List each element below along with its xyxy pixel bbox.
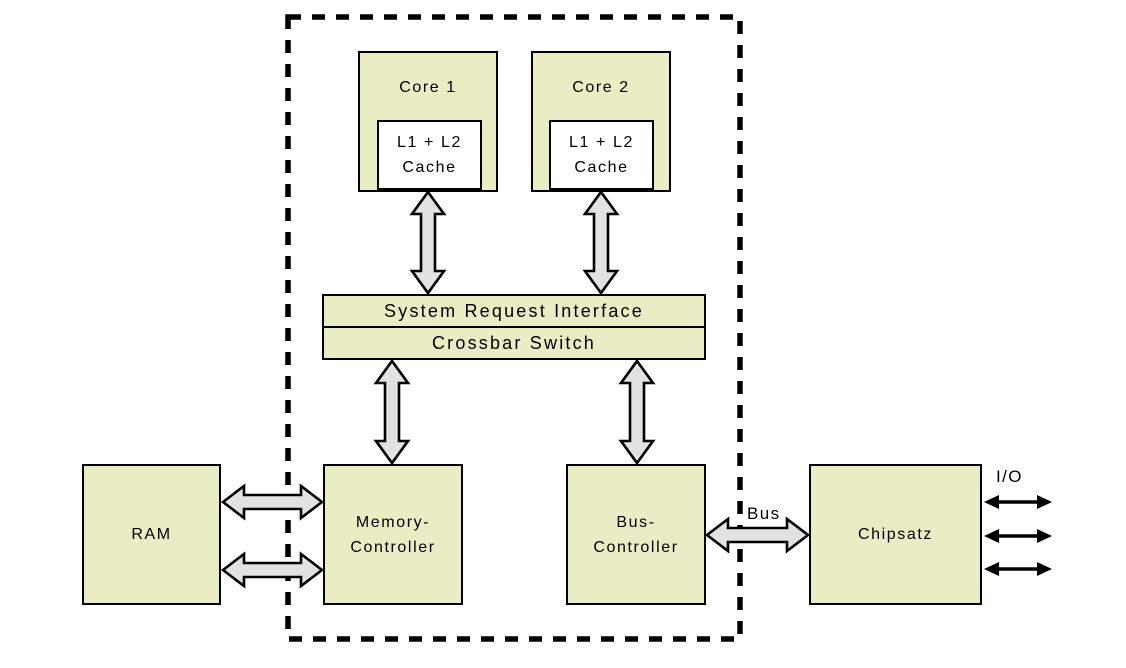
bus-controller-label-line1: Bus- xyxy=(616,513,656,531)
node-ram: RAM xyxy=(82,464,221,605)
cpu-boundary-dashed-rect xyxy=(285,14,743,642)
bus-connection-label: Bus xyxy=(747,504,781,523)
sri-label: System Request Interface xyxy=(384,300,644,321)
core2-label: Core 2 xyxy=(572,79,630,96)
node-cache1: L1 + L2 Cache xyxy=(377,120,482,190)
node-system-request-interface: System Request Interface xyxy=(324,296,704,326)
cache1-label-line1: L1 + L2 xyxy=(396,134,463,151)
memory-controller-label-line1: Memory- xyxy=(355,513,431,531)
arrow-bus-controller-chipset-icon xyxy=(704,516,811,554)
arrow-cache2-sri-icon xyxy=(582,189,620,296)
cache2-label-line1: L1 + L2 xyxy=(568,134,635,151)
node-memory-controller: Memory- Controller xyxy=(323,464,463,605)
node-crossbar-switch: Crossbar Switch xyxy=(324,326,704,358)
core1-label: Core 1 xyxy=(399,79,457,96)
cache1-label-line2: Cache xyxy=(402,159,457,176)
bus-controller-label-line2: Controller xyxy=(593,538,679,556)
node-cache2: L1 + L2 Cache xyxy=(549,120,654,190)
ram-label: RAM xyxy=(131,526,172,543)
node-bus-controller: Bus- Controller xyxy=(566,464,706,605)
arrow-ram-memory-controller-lower-icon xyxy=(220,551,325,589)
arrow-crossbar-bus-controller-icon xyxy=(618,358,656,466)
chipset-label: Chipsatz xyxy=(857,526,934,543)
crossbar-label: Crossbar Switch xyxy=(431,332,597,353)
memory-controller-label-line2: Controller xyxy=(350,538,436,556)
arrow-crossbar-memory-controller-icon xyxy=(373,358,411,466)
arrow-ram-memory-controller-upper-icon xyxy=(220,483,325,521)
io-arrows-group xyxy=(984,495,1052,576)
arrow-cache1-sri-icon xyxy=(409,189,447,296)
cache2-label-line2: Cache xyxy=(574,159,629,176)
node-chipset: Chipsatz xyxy=(809,464,982,605)
sri-crossbar-stack: System Request Interface Crossbar Switch xyxy=(322,294,706,360)
io-label: I/O xyxy=(996,467,1023,486)
